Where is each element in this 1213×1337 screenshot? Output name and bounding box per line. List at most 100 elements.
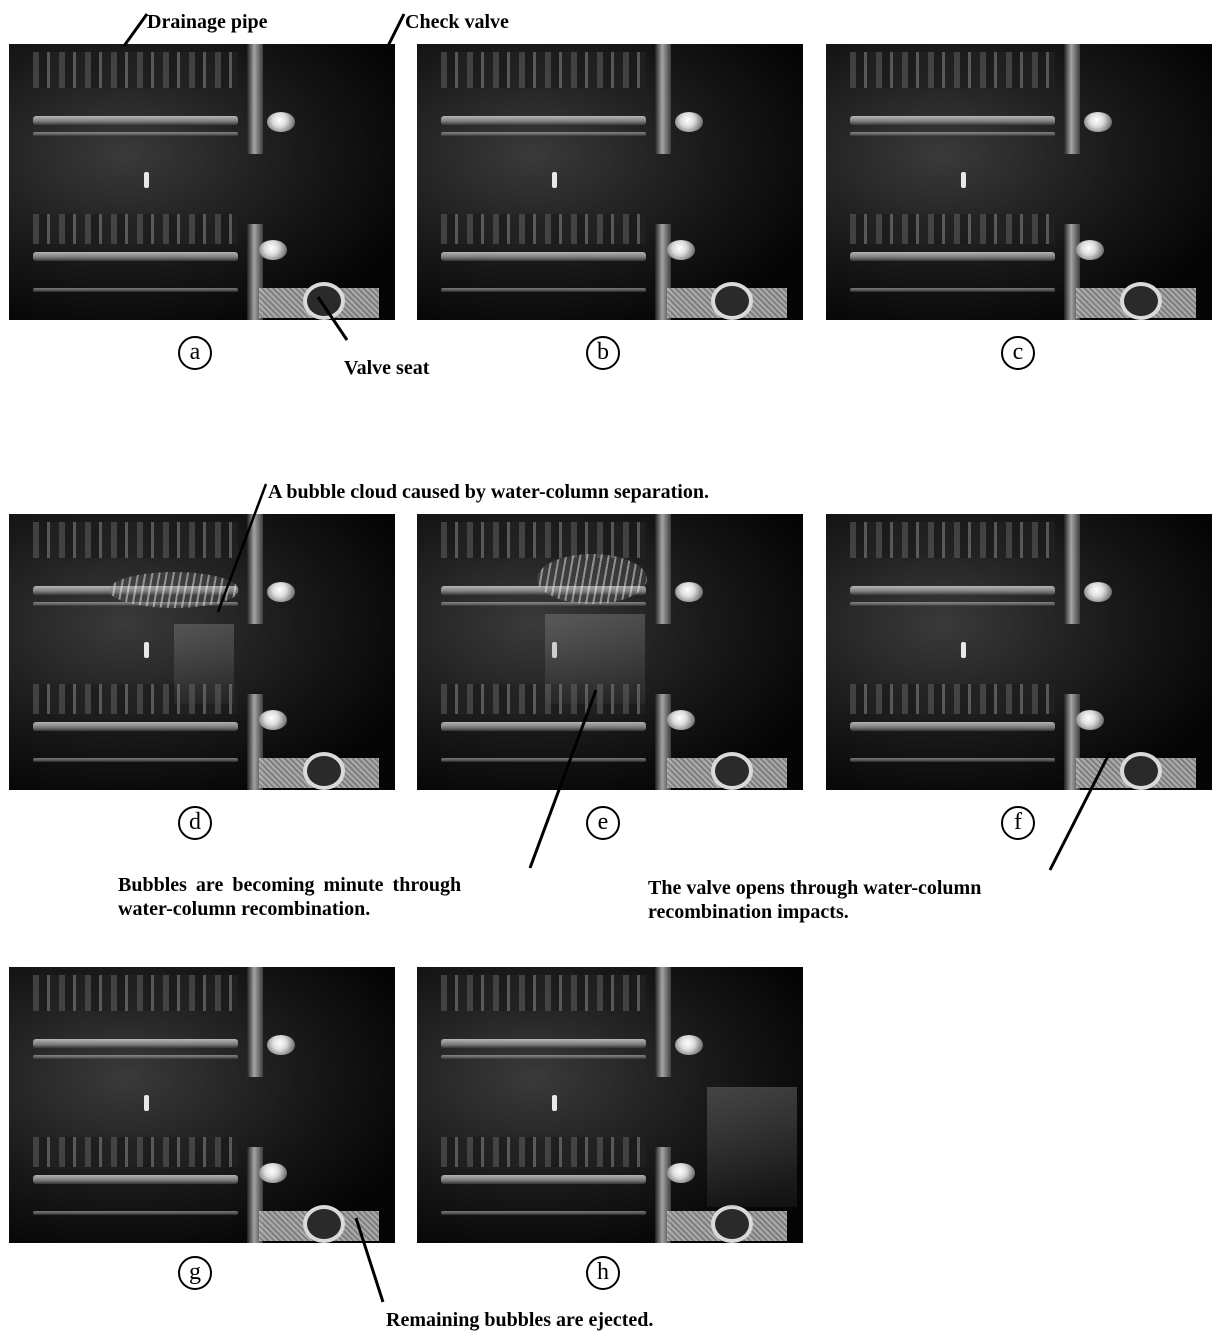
- valve-light-upper: [1084, 112, 1112, 132]
- upper-pipe-shadow: [33, 1055, 238, 1059]
- leader-drainage-pipe: [122, 13, 149, 47]
- upper-pipe-shadow: [441, 602, 646, 606]
- upper-pipe-rack: [33, 975, 238, 1011]
- panel-label-d: d: [178, 806, 212, 840]
- lower-pipe: [33, 722, 238, 731]
- base-pipe: [441, 1211, 646, 1215]
- upper-pipe-rack: [441, 522, 646, 558]
- base-pipe: [441, 758, 646, 762]
- photo-background: [826, 44, 1212, 320]
- valve-light-lower: [667, 240, 695, 260]
- photo-background: [417, 44, 803, 320]
- photo-frame-b: [417, 44, 803, 320]
- label-check-valve: Check valve: [405, 11, 509, 33]
- upper-pipe-rack: [850, 522, 1055, 558]
- lower-pipe-rack: [33, 214, 238, 244]
- photo-frame-d: [9, 514, 395, 790]
- base-pipe: [441, 288, 646, 292]
- photo-frame-g: [9, 967, 395, 1243]
- check-valve-body: [655, 967, 671, 1077]
- check-valve-body: [247, 967, 263, 1077]
- valve-seat-ring: [303, 282, 345, 320]
- valve-light-upper: [675, 582, 703, 602]
- base-pipe: [33, 288, 238, 292]
- photo-background: [826, 514, 1212, 790]
- upper-pipe-rack: [441, 52, 646, 88]
- lower-pipe-rack: [850, 684, 1055, 714]
- base-pipe: [850, 758, 1055, 762]
- bubble-cloud: [109, 572, 239, 608]
- valve-light-lower: [259, 710, 287, 730]
- valve-light-lower: [1076, 710, 1104, 730]
- valve-seat-ring: [711, 282, 753, 320]
- panel-label-g: g: [178, 1256, 212, 1290]
- valve-light-lower: [667, 1163, 695, 1183]
- ejected-bubbles: [707, 1087, 797, 1207]
- bubble-haze: [545, 614, 645, 704]
- valve-light-upper: [267, 112, 295, 132]
- lower-pipe-rack: [33, 684, 238, 714]
- upper-pipe-shadow: [33, 132, 238, 136]
- label-valve-seat: Valve seat: [344, 357, 430, 379]
- panel-label-e: e: [586, 806, 620, 840]
- marker: [552, 642, 557, 658]
- valve-seat-ring: [1120, 282, 1162, 320]
- base-pipe: [33, 1211, 238, 1215]
- marker: [144, 642, 149, 658]
- upper-pipe-rack: [33, 522, 238, 558]
- upper-pipe-rack: [33, 52, 238, 88]
- label-bubbles-minute-2: water-column recombination.: [118, 898, 371, 920]
- label-drainage-pipe: Drainage pipe: [147, 11, 268, 33]
- valve-seat-ring: [303, 752, 345, 790]
- photo-frame-h: [417, 967, 803, 1243]
- panel-label-h: h: [586, 1256, 620, 1290]
- photo-background: [417, 967, 803, 1243]
- lower-pipe-rack: [33, 1137, 238, 1167]
- upper-pipe-shadow: [441, 1055, 646, 1059]
- upper-pipe: [33, 1039, 238, 1048]
- valve-light-upper: [675, 112, 703, 132]
- lower-pipe: [33, 252, 238, 261]
- panel-label-a: a: [178, 336, 212, 370]
- upper-pipe-shadow: [850, 602, 1055, 606]
- check-valve-body: [247, 514, 263, 624]
- valve-light-lower: [1076, 240, 1104, 260]
- marker: [552, 172, 557, 188]
- marker: [144, 1095, 149, 1111]
- valve-seat-ring: [711, 752, 753, 790]
- lower-pipe: [850, 722, 1055, 731]
- valve-light-upper: [267, 1035, 295, 1055]
- upper-pipe: [850, 586, 1055, 595]
- lower-pipe: [850, 252, 1055, 261]
- photo-background: [9, 44, 395, 320]
- marker: [961, 172, 966, 188]
- photo-frame-c: [826, 44, 1212, 320]
- check-valve-body: [1064, 514, 1080, 624]
- upper-pipe-rack: [441, 975, 646, 1011]
- panel-label-b: b: [586, 336, 620, 370]
- valve-light-lower: [259, 1163, 287, 1183]
- base-pipe: [33, 758, 238, 762]
- lower-pipe: [33, 1175, 238, 1184]
- lower-pipe: [441, 1175, 646, 1184]
- photo-frame-f: [826, 514, 1212, 790]
- valve-seat-ring: [711, 1205, 753, 1243]
- check-valve-body: [655, 514, 671, 624]
- label-bubble-cloud: A bubble cloud caused by water-column se…: [268, 481, 709, 503]
- panel-label-f: f: [1001, 806, 1035, 840]
- check-valve-body: [247, 44, 263, 154]
- bubble-haze: [174, 624, 234, 704]
- lower-pipe-rack: [441, 1137, 646, 1167]
- photo-background: [9, 967, 395, 1243]
- leader-check-valve: [386, 13, 406, 47]
- marker: [144, 172, 149, 188]
- upper-pipe-rack: [850, 52, 1055, 88]
- valve-light-lower: [259, 240, 287, 260]
- lower-pipe-rack: [441, 214, 646, 244]
- marker: [552, 1095, 557, 1111]
- lower-pipe-rack: [850, 214, 1055, 244]
- upper-pipe: [850, 116, 1055, 125]
- upper-pipe: [441, 1039, 646, 1048]
- upper-pipe: [33, 116, 238, 125]
- valve-light-upper: [1084, 582, 1112, 602]
